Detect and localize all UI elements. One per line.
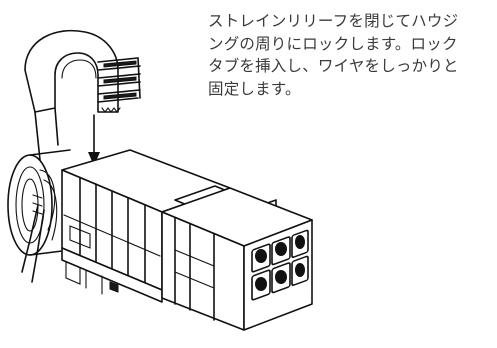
cavity-grid xyxy=(251,229,309,301)
caption-line-1: ストレインリリーフを閉じてハウジ xyxy=(208,12,459,30)
down-arrow-icon xyxy=(88,114,100,166)
caption-line-2: ングの周りにロックします。ロック xyxy=(208,34,458,53)
instruction-caption: ストレインリリーフを閉じてハウジ ングの周りにロックします。ロック タブを挿入し… xyxy=(208,10,494,100)
caption-line-3: タブを挿入し、ワイヤをしっかりと xyxy=(208,57,459,75)
strain-relief-clip xyxy=(24,29,141,161)
clip-teeth xyxy=(97,57,141,103)
mating-face xyxy=(161,187,313,331)
caption-line-4: 固定します。 xyxy=(208,79,301,98)
cable-end xyxy=(7,149,71,283)
